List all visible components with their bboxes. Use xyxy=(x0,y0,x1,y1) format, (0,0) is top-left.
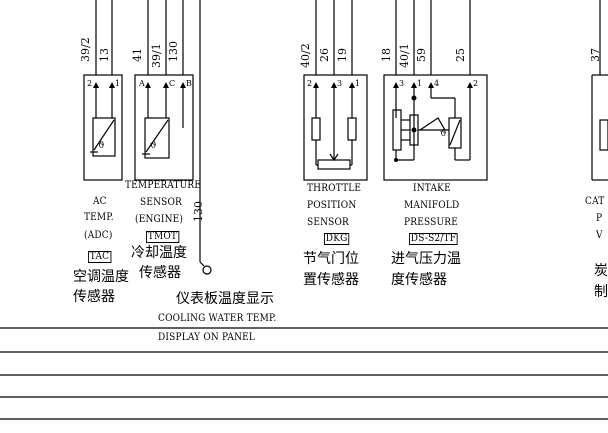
theta-icon: ϑ xyxy=(440,129,447,139)
pin-label: 4 xyxy=(434,79,440,88)
wire-label: 130 xyxy=(192,201,205,222)
ac-label-line: (ADC) xyxy=(84,230,113,241)
ac-cn-label: 传感器 xyxy=(73,289,115,305)
catalyst-label-line: P xyxy=(596,213,603,224)
wire-label: 18 xyxy=(380,48,393,62)
pin-label: 1 xyxy=(355,79,361,88)
pin-label: 1 xyxy=(417,79,423,88)
wire-label: 37 xyxy=(589,48,602,62)
wire-label: 40/1 xyxy=(398,43,411,68)
throttle-label-line: THROTTLE xyxy=(307,183,362,194)
catalyst-cn-label: 制 xyxy=(594,284,608,300)
throttle-code: DKG xyxy=(324,233,350,245)
throttle-cn-label: 置传感器 xyxy=(303,272,359,288)
map-cn-label: 进气压力温 xyxy=(391,251,461,267)
wire-label: 41 xyxy=(131,48,144,62)
ac-cn-label: 空调温度 xyxy=(73,269,129,285)
wire-label: 13 xyxy=(98,48,111,62)
pin-label: 3 xyxy=(337,79,343,88)
catalyst-label-line: V xyxy=(596,230,603,241)
wire-label: 19 xyxy=(336,48,349,62)
pin-label: 1 xyxy=(115,79,121,88)
coolant-label-line: (ENGINE) xyxy=(135,214,184,225)
catalyst-label-line: CAT xyxy=(585,196,605,207)
throttle-label-line: POSITION xyxy=(307,200,357,211)
wire-label: 59 xyxy=(415,48,428,62)
coolant-code: TMOT xyxy=(146,231,179,243)
panel-en-label: COOLING WATER TEMP. xyxy=(158,313,277,324)
ac-code: TAC xyxy=(88,251,112,263)
map-label-line: INTAKE xyxy=(413,183,451,194)
map-label-line: MANIFOLD xyxy=(404,200,460,211)
map-label-line: PRESSURE xyxy=(404,217,458,228)
map-code: DS-S2/TF xyxy=(409,233,458,245)
coolant-cn-label: 冷却温度 xyxy=(131,245,187,261)
throttle-label-line: SENSOR xyxy=(307,217,350,228)
ac-label-line: TEMP. xyxy=(84,212,114,223)
wire-label: 39/2 xyxy=(79,37,92,62)
pin-label: A xyxy=(139,79,145,88)
pin-label: C xyxy=(169,79,176,88)
wire-label: 40/2 xyxy=(299,43,312,68)
catalyst-cn-label: 炭 xyxy=(594,263,608,279)
pin-label: 2 xyxy=(307,79,313,88)
wire-label: 39/1 xyxy=(150,43,163,68)
panel-en-label: DISPLAY ON PANEL xyxy=(158,332,256,343)
wire-label: 26 xyxy=(318,48,331,62)
coolant-cn-label: 传感器 xyxy=(139,265,181,281)
pin-label: 2 xyxy=(473,79,479,88)
pin-label: 2 xyxy=(87,79,93,88)
wire-label: 25 xyxy=(454,48,467,62)
throttle-cn-label: 节气门位 xyxy=(303,251,359,267)
theta-icon: ϑ xyxy=(150,141,157,151)
panel-cn-label: 仪表板温度显示 xyxy=(176,291,274,307)
pin-label: B xyxy=(186,79,192,88)
pin-label: 3 xyxy=(399,79,405,88)
coolant-label-line: TEMPERATURE xyxy=(125,180,202,191)
map-cn-label: 度传感器 xyxy=(391,272,447,288)
coolant-label-line: SENSOR xyxy=(140,197,183,208)
wire-label: 130 xyxy=(167,41,180,62)
theta-icon: ϑ xyxy=(98,141,105,151)
ac-label-line: AC xyxy=(93,196,107,207)
